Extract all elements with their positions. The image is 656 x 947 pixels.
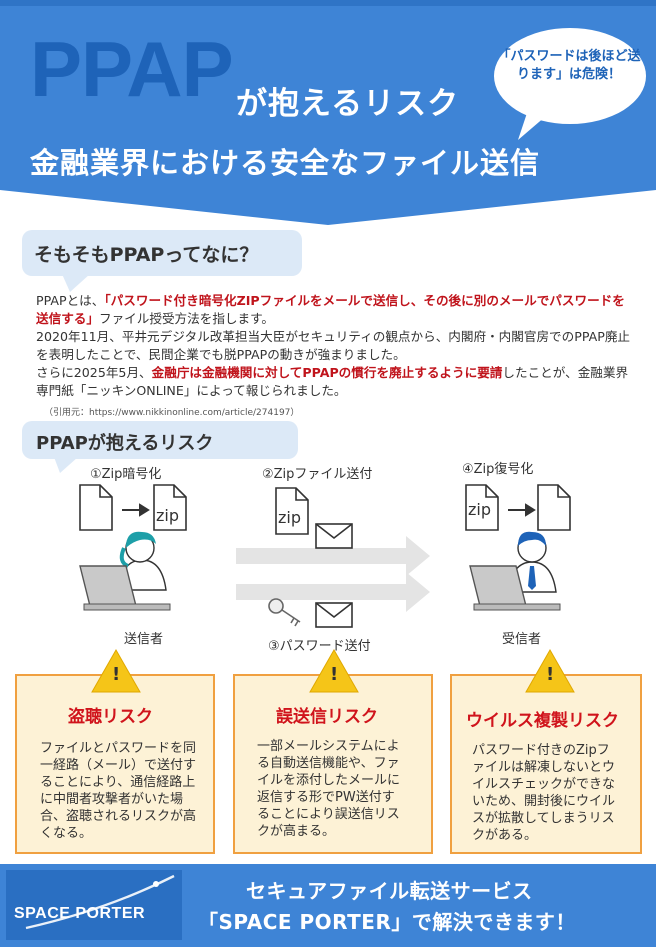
step-1-label: ①Zip暗号化 xyxy=(90,467,162,482)
section-heading-text: PPAPが抱えるリスク xyxy=(36,433,214,454)
intro-text-3b: したことが、金融業界専門紙「ニッキンONLINE」によって報じられました。 xyxy=(36,365,629,398)
laptop-icon xyxy=(469,565,561,611)
intro-paragraph: PPAPとは、「パスワード付き暗号化ZIPファイルをメールで送信し、その後に別の… xyxy=(36,292,636,400)
intro-text-1b: ファイル授受方法を指します。 xyxy=(98,311,275,326)
risk-title-misdelivery: 誤送信リスク xyxy=(276,707,378,727)
bubble-warning-text: 「パスワードは後ほど送ります」は危険！ xyxy=(497,49,641,82)
zip-label: zip xyxy=(156,506,179,525)
zip-document-icon xyxy=(153,484,187,531)
document-icon xyxy=(79,484,113,531)
sender-label: 送信者 xyxy=(124,632,164,647)
intro-text-1-red: 「パスワード付き暗号化ZIPファイルをメールで送信し、その後に別のメールでパスワ… xyxy=(36,293,625,326)
warning-mark: ! xyxy=(330,664,339,685)
intro-text-2: 2020年11月、平井元デジタル改革担当大臣がセキュリティの観点から、内閣府・内… xyxy=(36,329,631,362)
header-background xyxy=(0,0,656,225)
header xyxy=(0,0,656,230)
arrow-right-icon xyxy=(122,503,150,517)
envelope-icon xyxy=(315,523,353,549)
logo-ppap: PPAP xyxy=(30,25,234,113)
logo-subtitle: が抱えるリスク xyxy=(236,86,460,122)
bubble-tail-icon xyxy=(54,457,78,473)
warning-icon xyxy=(525,648,575,693)
step-3-label: ③パスワード送付 xyxy=(268,639,371,654)
key-icon xyxy=(268,598,301,627)
space-porter-logo-text: SPACE PORTER xyxy=(14,905,146,922)
intro-text-1a: PPAPとは、 xyxy=(36,293,105,308)
zip-document-icon xyxy=(465,484,499,531)
speech-bubble-icon xyxy=(494,28,646,140)
arrow-right-icon xyxy=(508,503,536,517)
receiver-label: 受信者 xyxy=(502,632,542,647)
risk-body-misdelivery: 一部メールシステムによる自動送信機能や、ファイルを添付したメールに返信する形でP… xyxy=(257,739,401,839)
space-porter-logo xyxy=(6,870,182,940)
footer-solution-line: 「SPACE PORTER」で解決できます！ xyxy=(198,910,576,934)
section-heading-text: そもそもPPAPってなに？ xyxy=(34,244,259,266)
risk-body-eavesdrop: ファイルとパスワードを同一経路（メール）で送付することにより、通信経路上に中間者… xyxy=(40,741,197,841)
section-heading-risks: PPAPが抱えるリスク xyxy=(22,421,298,473)
ppap-flow-diagram xyxy=(79,484,571,628)
warning-mark: ! xyxy=(112,664,121,685)
zip-label: zip xyxy=(468,500,491,519)
laptop-icon xyxy=(79,565,171,611)
risk-title-virus: ウイルス複製リスク xyxy=(466,711,619,731)
zip-label: zip xyxy=(278,508,301,527)
page-title: 金融業界における安全なファイル送信 xyxy=(30,146,541,180)
footer-service-line: セキュアファイル転送サービス xyxy=(246,879,533,903)
flow-arrow-icon xyxy=(236,536,430,612)
risk-body-virus: パスワード付きのZipファイルは解凍しないとウイルスチェックができないため、開封… xyxy=(472,743,616,843)
step-4-label: ④Zip復号化 xyxy=(462,462,534,477)
intro-text-3a: さらに2025年5月、 xyxy=(36,365,152,380)
bubble-tail-icon xyxy=(62,274,90,292)
risk-title-eavesdrop: 盗聴リスク xyxy=(68,707,153,727)
document-icon xyxy=(537,484,571,531)
warning-icon xyxy=(91,648,141,693)
section-heading-what-is-ppap: そもそもPPAPってなに？ xyxy=(22,230,302,292)
envelope-icon xyxy=(315,602,353,628)
warning-mark: ! xyxy=(546,664,555,685)
zip-document-icon xyxy=(275,487,309,535)
step-2-label: ②Zipファイル送付 xyxy=(262,467,373,482)
warning-icon xyxy=(309,648,359,693)
citation: （引用元：https://www.nikkinonline.com/articl… xyxy=(44,408,300,418)
risk-box-misdelivery xyxy=(233,674,433,854)
intro-text-3-red: 金融庁は金融機関に対してPPAPの慣行を廃止するように要請 xyxy=(151,365,503,380)
risk-box-virus xyxy=(450,674,642,854)
